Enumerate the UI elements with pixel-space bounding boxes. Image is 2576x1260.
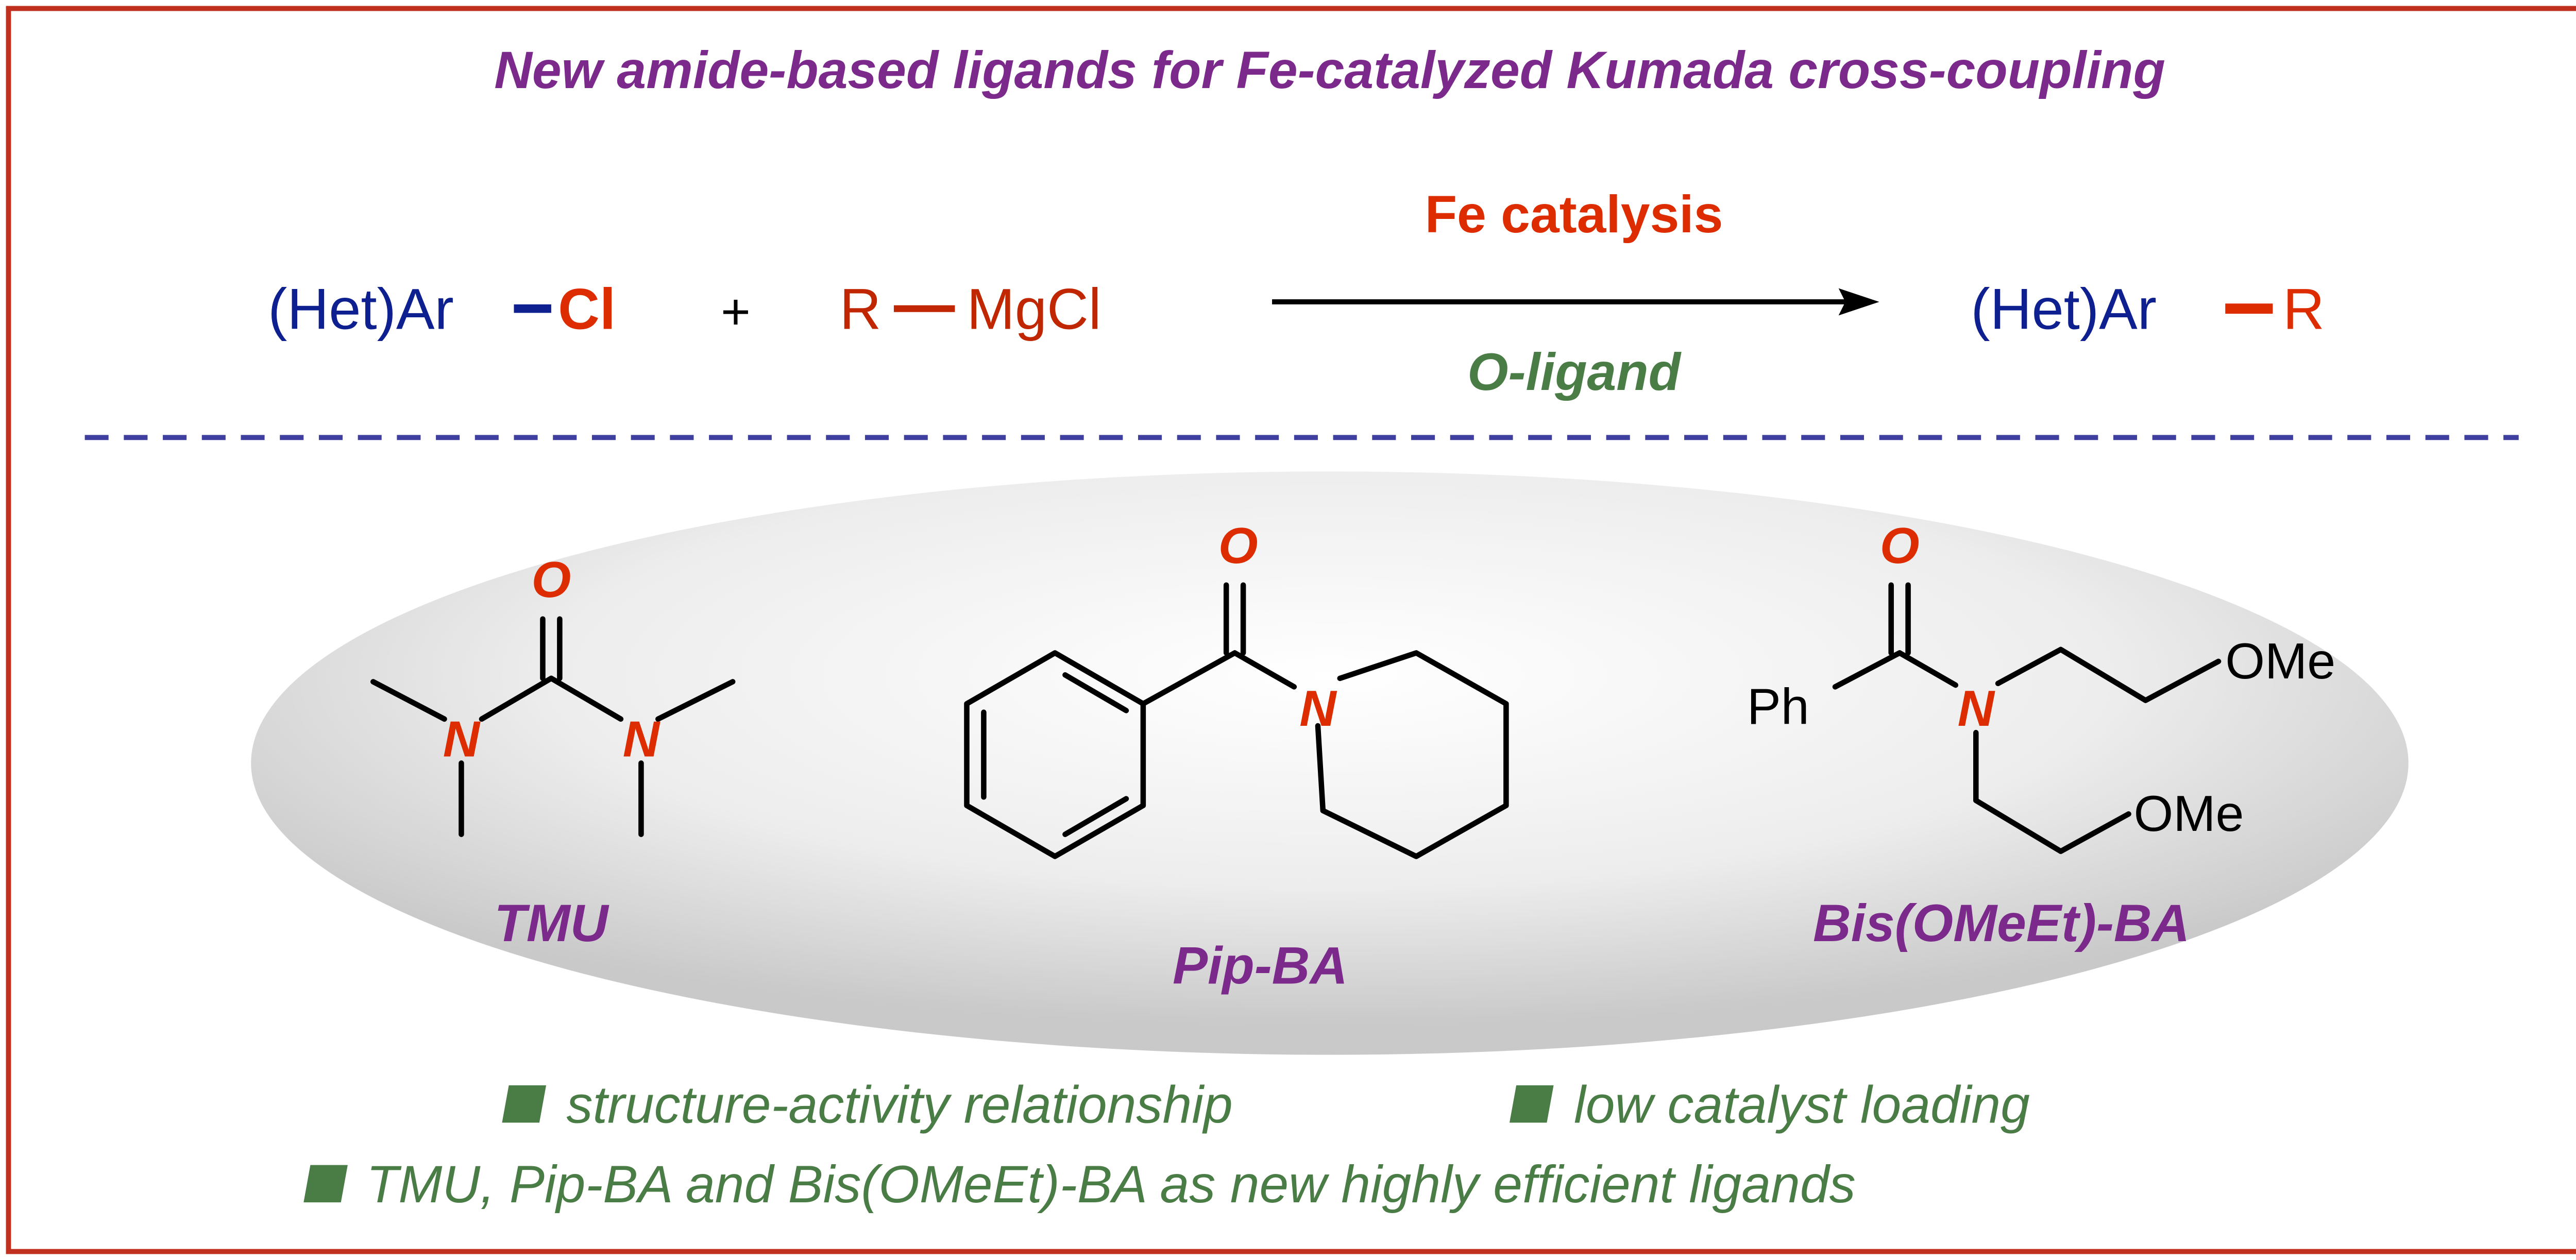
title: New amide-based ligands for Fe-catalyzed… <box>494 41 2165 99</box>
highlight-1: structure-activity relationship <box>567 1075 1233 1134</box>
reactant2-r: R <box>840 277 882 342</box>
condition-catalyst: Fe catalysis <box>1425 185 1723 244</box>
tmu-oxygen: O <box>532 551 571 608</box>
condition-ligand: O-ligand <box>1467 343 1682 401</box>
pipba-label: Pip-BA <box>1173 936 1348 995</box>
ligand-bis-omeet-ba: Ph O N OMe OMe Bis(OMeEt)-BA <box>1747 517 2335 952</box>
bisba-nitrogen: N <box>1958 680 1995 737</box>
tmu-label: TMU <box>494 894 609 952</box>
arrow-head-icon <box>1838 288 1879 316</box>
product-r: R <box>2283 277 2325 342</box>
methoxy-2: OMe <box>2133 785 2244 842</box>
pipba-oxygen: O <box>1218 517 1258 574</box>
highlights: structure-activity relationship low cata… <box>303 1075 2030 1214</box>
bisba-label: Bis(OMeEt)-BA <box>1813 894 2190 952</box>
reactant1-halide: Cl <box>558 277 616 342</box>
reaction-scheme: (Het)Ar Cl + R MgCl Fe catalysis O-ligan… <box>268 185 2325 401</box>
highlight-2: low catalyst loading <box>1574 1075 2030 1134</box>
bullet-square-icon <box>502 1085 547 1123</box>
bisba-oxygen: O <box>1880 517 1920 574</box>
bullet-square-icon <box>303 1165 348 1203</box>
background-ellipse <box>251 471 2409 1055</box>
pipba-nitrogen: N <box>1299 680 1337 737</box>
product-aryl: (Het)Ar <box>1971 277 2157 342</box>
tmu-nitrogen-1: N <box>443 710 481 767</box>
ligand-tmu: O N N TMU <box>370 551 736 952</box>
ligand-pip-ba: O N Pip-BA <box>964 517 1509 995</box>
reactant1-aryl: (Het)Ar <box>268 277 454 342</box>
plus-sign: + <box>721 283 751 340</box>
tmu-nitrogen-2: N <box>623 710 660 767</box>
reactant2-mgcl: MgCl <box>967 277 1101 342</box>
phenyl-label: Ph <box>1747 678 1809 735</box>
methoxy-1: OMe <box>2225 633 2335 689</box>
highlight-3: TMU, Pip-BA and Bis(OMeEt)-BA as new hig… <box>366 1155 1856 1214</box>
bullet-square-icon <box>1509 1085 1554 1123</box>
